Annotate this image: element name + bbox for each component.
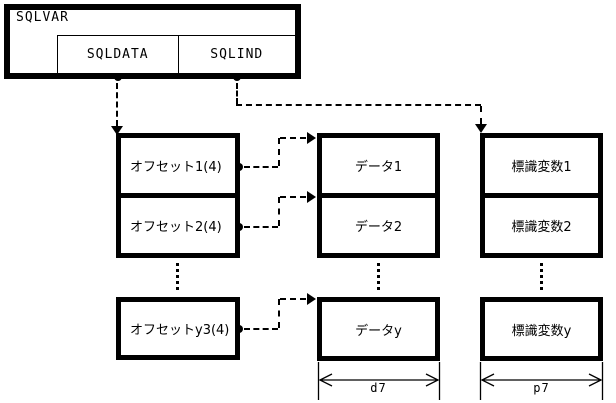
indicator-ellipsis (540, 263, 543, 290)
offset2-connector-dot (235, 223, 243, 231)
offset2-pointer-line-v (278, 197, 280, 226)
indicator-table-box: 標識変数1 標識変数2 (480, 133, 603, 258)
sqlind-connector-dot (233, 73, 241, 81)
offsety-pointer-line-h1 (244, 328, 278, 330)
data-row-1: データ1 (354, 160, 403, 175)
offset-row-y: オフセットy3(4) (116, 297, 240, 360)
sqlind-pointer-line-v1 (236, 83, 238, 104)
offset-table-box: オフセット1(4) オフセット2(4) (116, 133, 240, 258)
box-divider (485, 193, 598, 198)
indicator-width-label: p7 (533, 381, 550, 395)
offset1-pointer-line-h1 (244, 166, 278, 168)
sqlvar-title: SQLVAR (16, 10, 69, 25)
sqlind-pointer-line-h (236, 104, 481, 106)
indicator-row-2: 標識変数2 (511, 220, 572, 235)
indicator-width-dimension-arrow (479, 362, 604, 400)
sqldata-connector-dot (114, 73, 122, 81)
data-width-label: d7 (370, 381, 387, 395)
sqlind-pointer-line-v2 (480, 106, 482, 124)
data-row-2: データ2 (354, 220, 403, 235)
data-ellipsis (377, 263, 380, 290)
arrow-right-icon (307, 191, 316, 203)
box-divider (322, 193, 435, 198)
offset1-pointer-line-h2 (280, 137, 306, 139)
offset2-pointer-line-h1 (244, 226, 278, 228)
arrow-down-icon (475, 124, 487, 133)
sqlvar-box (4, 4, 301, 79)
offset1-connector-dot (235, 163, 243, 171)
sqldata-pointer-line (116, 83, 118, 126)
arrow-down-icon (111, 126, 123, 135)
indicator-row-y: 標識変数y (480, 297, 603, 361)
data-width-dimension-arrow (317, 362, 441, 400)
arrow-right-icon (307, 132, 316, 144)
sqldata-cell: SQLDATA (86, 47, 149, 62)
box-divider (121, 193, 235, 198)
offsety-pointer-line-h2 (280, 298, 306, 300)
data-row-y: データy (317, 297, 440, 361)
offset-row-1: オフセット1(4) (130, 160, 222, 175)
arrow-right-icon (307, 293, 316, 305)
offsety-pointer-line-v (278, 299, 280, 328)
data-table-box: データ1 データ2 (317, 133, 440, 258)
offset-row-2: オフセット2(4) (130, 220, 222, 235)
offset2-pointer-line-h2 (280, 196, 306, 198)
sqlind-cell: SQLIND (177, 36, 296, 73)
sqlvar-inner-cells: SQLDATA SQLIND (57, 35, 295, 73)
indicator-row-1: 標識変数1 (511, 160, 572, 175)
offset-ellipsis (176, 263, 179, 290)
offset1-pointer-line-v (278, 138, 280, 166)
